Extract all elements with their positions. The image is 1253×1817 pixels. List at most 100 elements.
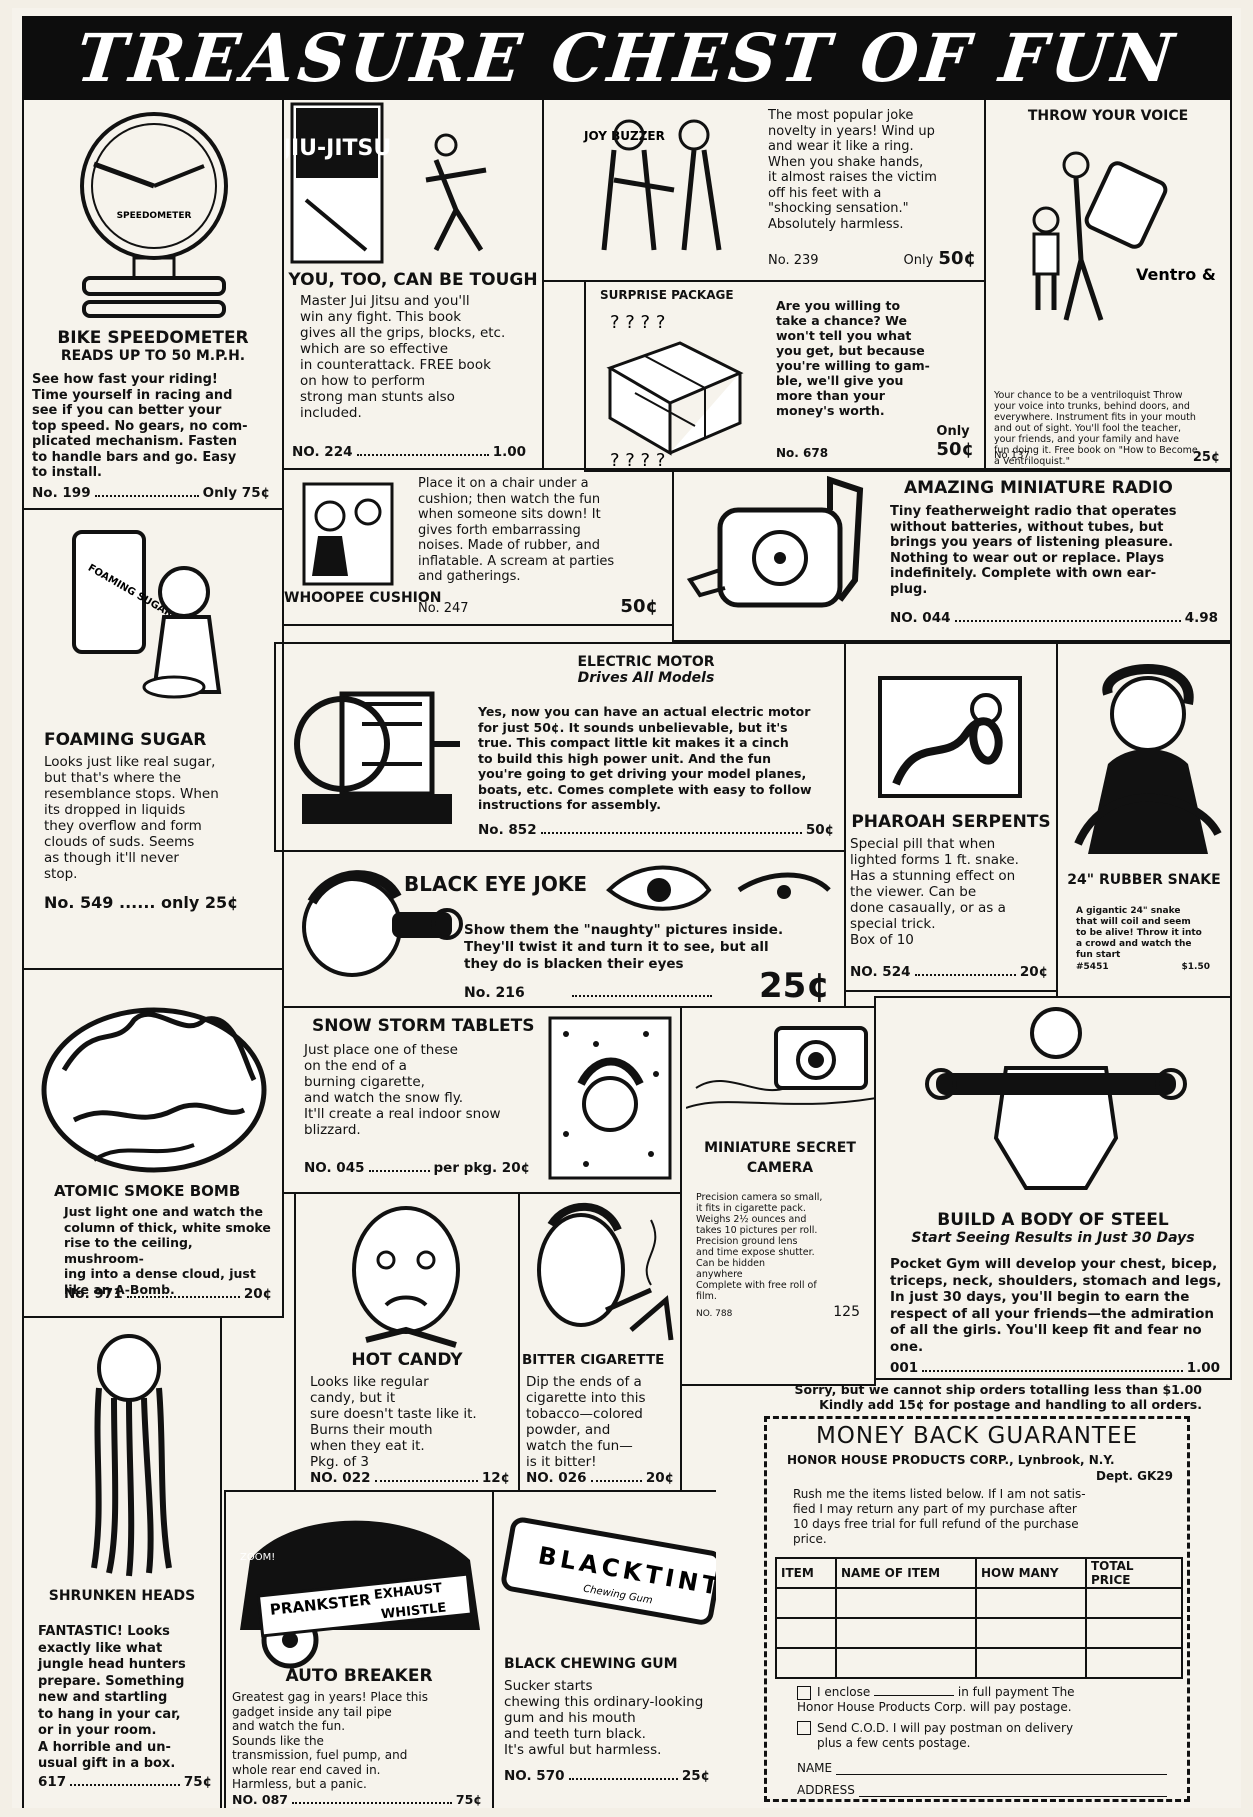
snowstorm-body: Just place one of these on the end of a … [304,1042,501,1138]
address-label: ADDRESS [797,1783,855,1797]
joybuzzer-art-label: JOY BUZZER [583,129,665,143]
svg-text:? ? ? ?: ? ? ? ? [610,450,665,468]
autobreaker-number: NO. 087 [232,1792,289,1807]
whoopee-number: No. 247 [418,601,469,616]
rubbersnake-illustration [1074,664,1222,854]
guarantee-heading: MONEY BACK GUARANTEE [815,1423,1139,1449]
autobreaker-art-label-2: EXHAUST [373,1581,443,1603]
rubbersnake-number: #5451 [1076,962,1109,972]
smokebomb-number: No. 971 [64,1286,123,1302]
jiujitsu-price: 1.00 [492,444,526,460]
throwvoice-art-label: Ventro & Book [1136,265,1216,284]
bittercig-body: Dip the ends of a cigarette into this to… [526,1374,646,1470]
joybuzzer-price-prefix: Only [903,253,934,268]
cod-label: Send C.O.D. I will pay postman on delive… [817,1721,1074,1750]
rubbersnake-title: 24" RUBBER SNAKE [1067,872,1221,888]
blackeye-title: BLACK EYE JOKE [404,872,587,896]
item-blackeye: BLACK EYE JOKE Show them the "naughty" p… [282,850,846,1008]
gum-price: 25¢ [681,1768,710,1784]
hotcandy-title: HOT CANDY [351,1350,463,1370]
jiujitsu-illustration: JIU-JITSU [286,102,487,264]
surprise-number: No. 678 [776,446,829,460]
smokebomb-illustration [41,1007,267,1173]
bittercig-number: NO. 026 [526,1470,587,1486]
item-serpents: PHAROAH SERPENTS Special pill that when … [844,642,1058,992]
sugar-price: only 25¢ [161,893,239,912]
whoopee-body: Place it on a chair under a cushion; the… [418,476,615,584]
speedometer-price: Only 75¢ [202,485,270,501]
hotcandy-number: NO. 022 [310,1470,371,1486]
order-body: Rush me the items listed below. If I am … [793,1487,1086,1546]
name-field[interactable] [836,1761,1167,1775]
jiujitsu-art-label: JIU-JITSU [286,136,391,161]
col-total: TOTAL PRICE [1085,1557,1183,1589]
blackeye-number: No. 216 [464,985,525,1001]
bittercig-illustration [537,1202,674,1341]
speedometer-illustration: SPEEDOMETER [80,112,228,318]
motor-number: No. 852 [478,822,537,838]
bodysteel-number: 001 [890,1360,919,1376]
enclose-checkbox[interactable] [797,1685,811,1700]
bodysteel-illustration [925,1007,1187,1190]
gum-title: BLACK CHEWING GUM [504,1656,678,1672]
banner-title: TREASURE CHEST OF FUN [72,19,1182,97]
snowstorm-number: NO. 045 [304,1160,365,1176]
cod-checkbox[interactable] [797,1721,811,1735]
sugar-title: FOAMING SUGAR [44,730,207,750]
item-surprise: SURPRISE PACKAGE ? ? ? ? ? ? ? ? Are you… [584,280,986,472]
joybuzzer-body: The most popular joke novelty in years! … [768,108,937,232]
order-company: HONOR HOUSE PRODUCTS CORP., Lynbrook, N.… [787,1453,1115,1467]
item-snowstorm: SNOW STORM TABLETS Just place one of the… [282,1006,682,1194]
autobreaker-price: 75¢ [455,1792,482,1807]
jiujitsu-body: Master Jui Jitsu and you'll win any figh… [300,293,506,421]
eyes-illustration [606,865,831,911]
serpents-body: Special pill that when lighted forms 1 f… [850,836,1019,948]
order-row-2[interactable] [775,1617,1183,1649]
item-joybuzzer: JOY BUZZER The most popular joke novelty… [542,100,986,282]
whoopee-title: WHOOPEE CUSHION [284,590,442,606]
joybuzzer-illustration: JOY BUZZER [583,119,722,251]
throwvoice-illustration: Ventro & Book [1032,151,1216,321]
item-motor: ELECTRIC MOTOR Drives All Models Yes, no… [274,642,846,852]
order-notice: Sorry, but we cannot ship orders totalli… [794,1382,1202,1412]
smokebomb-title: ATOMIC SMOKE BOMB [54,1182,241,1200]
autobreaker-title: AUTO BREAKER [285,1666,433,1686]
name-label: NAME [797,1761,833,1775]
joybuzzer-number: No. 239 [768,253,819,268]
banner: TREASURE CHEST OF FUN [22,16,1232,100]
item-sugar: FOAMING SUGAR FOAMING SUGAR Looks just l… [22,508,284,970]
gum-number: NO. 570 [504,1768,565,1784]
shrunken-body: FANTASTIC! Looks exactly like what jungl… [38,1624,186,1771]
camera-body: Precision camera so small, it fits in ci… [696,1192,823,1302]
autobreaker-art-label-4: ZOOM! [240,1552,275,1563]
enclose-amount-field[interactable] [874,1695,955,1696]
smokebomb-price: 20¢ [243,1286,272,1302]
autobreaker-body: Greatest gag in years! Place this gadget… [232,1690,428,1791]
blackeye-price: 25¢ [759,966,830,1006]
order-coupon: MONEY BACK GUARANTEE HONOR HOUSE PRODUCT… [764,1416,1190,1802]
order-row-3[interactable] [775,1647,1183,1679]
speedometer-number: No. 199 [32,485,91,501]
speedometer-art-label: SPEEDOMETER [117,211,192,221]
motor-price: 50¢ [805,822,834,838]
surprise-price-prefix: Only [936,424,970,439]
serpents-price: 20¢ [1019,964,1048,980]
throwvoice-title: THROW YOUR VOICE [1027,108,1189,124]
order-row-1[interactable] [775,1587,1183,1619]
snowstorm-title: SNOW STORM TABLETS [312,1016,535,1036]
item-jiujitsu: JIU-JITSU YOU, TOO, CAN BE TOUGH Master … [282,100,544,470]
sugar-number: No. 549 [44,893,114,912]
gum-illustration: BLACKTINT Chewing Gum [501,1517,716,1625]
enclose-label: I enclose [817,1685,871,1699]
address-field[interactable] [858,1783,1167,1797]
motor-title: ELECTRIC MOTOR [577,654,715,670]
jiujitsu-number: NO. 224 [292,444,353,460]
rubbersnake-price: $1.50 [1181,962,1210,972]
item-speedometer: SPEEDOMETER BIKE SPEEDOMETER READS UP TO… [22,100,284,510]
item-autobreaker: ZOOM! PRANKSTER EXHAUST WHISTLE AUTO BRE… [224,1490,494,1808]
item-bodysteel: BUILD A BODY OF STEEL Start Seeing Resul… [874,996,1232,1380]
sugar-body: Looks just like real sugar, but that's w… [44,754,219,882]
throwvoice-number: No 137 [994,450,1030,461]
item-rubbersnake: 24" RUBBER SNAKE A gigantic 24" snake th… [1056,642,1232,998]
bittercig-price: 20¢ [645,1470,674,1486]
